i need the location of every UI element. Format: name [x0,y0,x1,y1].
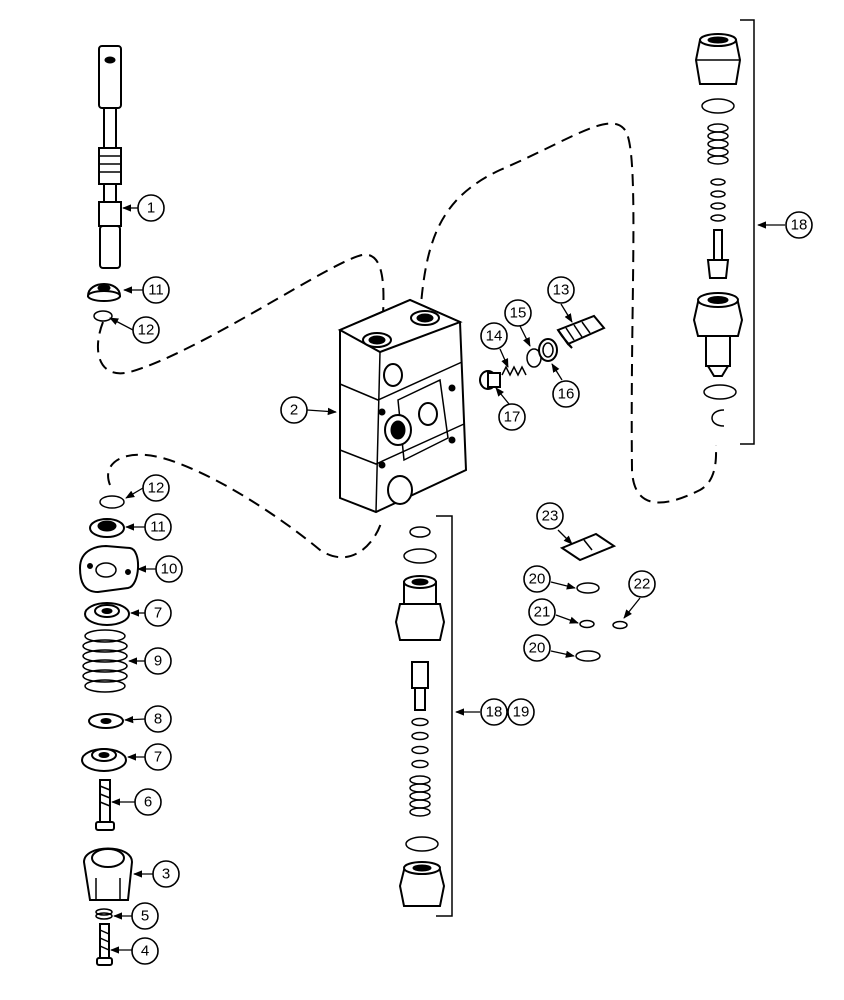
callout-9: 9 [144,647,172,675]
screw-part [96,923,113,966]
callout-7: 7 [144,599,172,627]
spring-seat-part [84,602,130,626]
svg-text:11: 11 [150,519,166,536]
spool-part [98,45,122,269]
spring-part [82,629,128,693]
bolt-part [95,779,115,831]
callout-1: 1 [137,194,165,222]
spring-seat-part [81,748,127,772]
callout-23: 23 [536,502,564,530]
svg-text:12: 12 [138,322,155,339]
callout-20: 20 [523,565,551,593]
svg-text:13: 13 [553,282,570,299]
dashed-path-body-to-relief [419,122,718,504]
o-ring-part [575,650,601,662]
callout-16: 16 [552,380,580,408]
callout-14: 14 [480,322,508,350]
svg-text:19: 19 [513,704,530,721]
svg-text:6: 6 [144,794,152,811]
svg-text:11: 11 [148,282,164,299]
svg-text:18: 18 [486,704,503,721]
svg-text:4: 4 [141,943,149,960]
check-poppet-part [556,314,606,349]
flange-plate-part [78,544,139,594]
callout-11: 11 [142,276,170,304]
svg-text:10: 10 [161,561,178,578]
valve-body-part [337,298,468,514]
callout-20: 20 [523,634,551,662]
callout-5: 5 [131,902,159,930]
o-ring-part [99,495,125,509]
svg-text:17: 17 [504,409,521,426]
callout-22: 22 [628,570,656,598]
svg-text:3: 3 [162,866,170,883]
svg-text:9: 9 [154,653,162,670]
o-ring-part [576,582,600,594]
svg-text:20: 20 [529,571,546,588]
o-ring-part [93,310,113,322]
callout-4: 4 [131,937,159,965]
callout-12: 12 [142,474,170,502]
callout-21: 21 [528,598,556,626]
seal-cap-part [86,283,122,302]
svg-text:5: 5 [141,908,149,925]
shim-plate-part [559,532,617,562]
callout-18: 18 [785,211,813,239]
callout-2: 2 [280,396,308,424]
plug-part [479,370,501,390]
svg-text:14: 14 [486,328,503,345]
lock-washer-part [95,908,113,920]
callout-12: 12 [132,316,160,344]
callout-15: 15 [504,299,532,327]
callout-19: 19 [507,698,535,726]
callout-6: 6 [134,788,162,816]
svg-text:16: 16 [558,386,575,403]
svg-text:21: 21 [534,604,551,621]
callout-18: 18 [480,698,508,726]
dashed-path-spool-to-body [96,253,385,375]
svg-text:18: 18 [791,217,808,234]
svg-text:20: 20 [529,640,546,657]
group-bracket-right [740,19,755,445]
dashed-path-cap-to-body [107,453,383,559]
svg-text:1: 1 [147,200,155,217]
callout-7: 7 [144,743,172,771]
seal-cap-part [89,518,125,538]
svg-text:22: 22 [634,576,651,593]
callout-10: 10 [155,555,183,583]
check-spring-part [501,365,527,377]
relief-valve-lower-part [394,526,446,907]
o-ring-part [612,620,628,630]
svg-text:8: 8 [154,711,162,728]
callout-8: 8 [144,705,172,733]
svg-text:15: 15 [510,305,527,322]
end-cap-housing-part [82,847,134,901]
svg-text:7: 7 [154,749,162,766]
callout-11: 11 [144,513,172,541]
svg-text:23: 23 [542,508,559,525]
backup-ring-part [538,338,558,362]
svg-text:12: 12 [148,480,165,497]
callout-13: 13 [547,276,575,304]
washer-part [88,713,124,729]
group-bracket-center [436,515,453,917]
svg-text:7: 7 [154,605,162,622]
callout-17: 17 [498,403,526,431]
callout-3: 3 [152,860,180,888]
svg-text:2: 2 [290,402,298,419]
relief-valve-upper-part [692,33,744,427]
o-ring-part [579,619,595,629]
